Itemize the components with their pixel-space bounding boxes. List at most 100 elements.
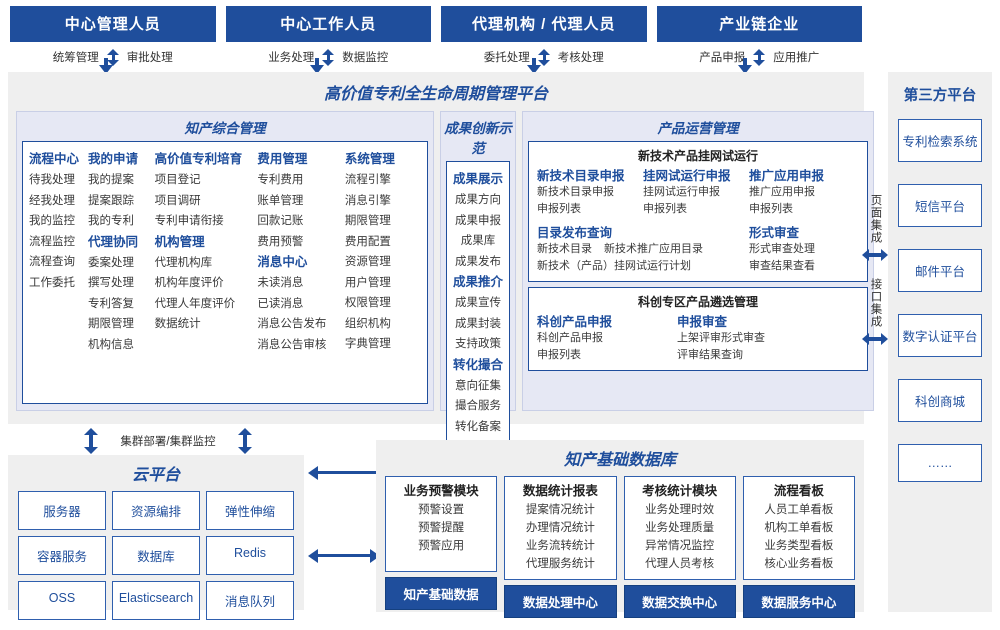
menu-item[interactable]: 审查结果查看 bbox=[749, 260, 816, 272]
menu-item[interactable]: 机构信息 bbox=[87, 338, 134, 351]
database-center-button[interactable]: 数据处理中心 bbox=[504, 585, 617, 618]
menu-item[interactable]: 消息引擎 bbox=[344, 194, 391, 207]
menu-item[interactable]: 期限管理 bbox=[87, 318, 134, 330]
menu-item[interactable]: 流程引擎 bbox=[344, 174, 391, 186]
menu-item[interactable]: 上架评审形式审查 bbox=[677, 332, 766, 344]
database-module-item[interactable]: 业务处理质量 bbox=[645, 522, 715, 534]
third-party-box[interactable]: 科创商城 bbox=[898, 379, 982, 422]
menu-item[interactable]: 新技术目录 bbox=[537, 243, 593, 255]
menu-item[interactable]: 项目调研 bbox=[154, 194, 201, 207]
menu-item[interactable]: 申报列表 bbox=[643, 203, 688, 215]
menu-item[interactable]: 撰写处理 bbox=[87, 277, 134, 289]
cloud-service-cell[interactable]: 弹性伸缩 bbox=[206, 491, 294, 530]
menu-item[interactable]: 消息公告发布 bbox=[257, 318, 327, 330]
menu-item[interactable]: 新技术目录申报 bbox=[537, 186, 615, 198]
menu-item[interactable]: 成果方向 bbox=[455, 194, 501, 206]
cloud-service-cell[interactable]: OSS bbox=[18, 581, 106, 620]
third-party-box[interactable]: 短信平台 bbox=[898, 184, 982, 227]
menu-item[interactable]: 未读消息 bbox=[257, 277, 304, 289]
cloud-service-cell[interactable]: 数据库 bbox=[112, 536, 200, 575]
menu-item[interactable]: 账单管理 bbox=[257, 194, 304, 207]
third-party-box[interactable]: 专利检索系统 bbox=[898, 119, 982, 162]
actor-title[interactable]: 代理机构 / 代理人员 bbox=[441, 6, 647, 42]
third-party-box[interactable]: 数字认证平台 bbox=[898, 314, 982, 357]
menu-item[interactable]: 申报列表 bbox=[537, 203, 582, 215]
menu-item[interactable]: 申报列表 bbox=[749, 203, 794, 215]
database-module-item[interactable]: 办理情况统计 bbox=[525, 522, 595, 534]
cloud-service-cell[interactable]: Elasticsearch bbox=[112, 581, 200, 620]
menu-item[interactable]: 期限管理 bbox=[344, 215, 391, 227]
database-center-button[interactable]: 知产基础数据 bbox=[385, 577, 498, 610]
menu-item[interactable]: 消息公告审核 bbox=[257, 338, 327, 351]
menu-item[interactable]: 代理机构库 bbox=[154, 256, 213, 269]
menu-item[interactable]: 我的专利 bbox=[87, 215, 134, 227]
menu-item[interactable]: 支持政策 bbox=[455, 338, 501, 350]
menu-item[interactable]: 经我处理 bbox=[29, 194, 75, 207]
actor-title[interactable]: 产业链企业 bbox=[656, 6, 862, 42]
menu-item[interactable]: 费用预警 bbox=[257, 235, 304, 248]
menu-item[interactable]: 资源管理 bbox=[344, 256, 391, 268]
menu-item[interactable]: 回款记账 bbox=[257, 215, 304, 227]
menu-item[interactable]: 评审结果查询 bbox=[677, 349, 744, 361]
cloud-service-cell[interactable]: Redis bbox=[206, 536, 294, 575]
menu-item[interactable]: 转化备案 bbox=[455, 420, 501, 433]
third-party-box[interactable]: 邮件平台 bbox=[898, 249, 982, 292]
actor-title[interactable]: 中心管理人员 bbox=[10, 6, 216, 42]
menu-item[interactable]: 成果封装 bbox=[455, 317, 501, 330]
menu-item[interactable]: 科创产品申报 bbox=[537, 332, 604, 344]
database-module-item[interactable]: 机构工单看板 bbox=[764, 522, 834, 534]
database-module-item[interactable]: 核心业务看板 bbox=[764, 558, 834, 570]
menu-item[interactable]: 权限管理 bbox=[344, 297, 391, 309]
database-module-item[interactable]: 预警设置 bbox=[418, 504, 465, 516]
menu-item[interactable]: 字典管理 bbox=[344, 338, 391, 350]
menu-item[interactable]: 新技术（产品）挂网试运行计划 bbox=[537, 260, 692, 272]
menu-item[interactable]: 成果库 bbox=[460, 235, 496, 247]
menu-item[interactable]: 新技术推广应用目录 bbox=[604, 243, 704, 255]
menu-item[interactable]: 我的提案 bbox=[87, 174, 134, 186]
menu-item[interactable]: 工作委托 bbox=[29, 276, 75, 289]
cloud-service-cell[interactable]: 服务器 bbox=[18, 491, 106, 530]
menu-item[interactable]: 流程监控 bbox=[29, 235, 75, 248]
menu-item[interactable]: 数据统计 bbox=[154, 318, 201, 330]
menu-item[interactable]: 流程查询 bbox=[29, 256, 75, 268]
menu-item[interactable]: 已读消息 bbox=[257, 297, 304, 310]
menu-item[interactable]: 提案跟踪 bbox=[87, 194, 134, 207]
database-center-button[interactable]: 数据服务中心 bbox=[742, 585, 855, 618]
database-module-item[interactable]: 提案情况统计 bbox=[525, 504, 595, 516]
menu-item[interactable]: 机构年度评价 bbox=[154, 277, 224, 289]
cloud-service-cell[interactable]: 资源编排 bbox=[112, 491, 200, 530]
menu-item[interactable]: 成果申报 bbox=[455, 214, 501, 227]
database-module-item[interactable]: 异常情况监控 bbox=[645, 540, 715, 552]
menu-item[interactable]: 成果宣传 bbox=[455, 297, 501, 309]
database-module-item[interactable]: 业务类型看板 bbox=[764, 540, 834, 552]
menu-item[interactable]: 专利答复 bbox=[87, 297, 134, 310]
database-module-item[interactable]: 业务流转统计 bbox=[525, 540, 595, 552]
menu-item[interactable]: 形式审查处理 bbox=[749, 243, 816, 255]
database-module-item[interactable]: 预警提醒 bbox=[418, 522, 465, 534]
actor-title[interactable]: 中心工作人员 bbox=[225, 6, 431, 42]
database-center-button[interactable]: 数据交换中心 bbox=[623, 585, 736, 618]
cloud-service-cell[interactable]: 容器服务 bbox=[18, 536, 106, 575]
menu-item[interactable]: 专利费用 bbox=[257, 174, 304, 186]
menu-item[interactable]: 申报列表 bbox=[537, 349, 582, 361]
cloud-service-cell[interactable]: 消息队列 bbox=[206, 581, 294, 620]
menu-item[interactable]: 推广应用申报 bbox=[749, 186, 816, 198]
database-module-item[interactable]: 预警应用 bbox=[418, 540, 465, 552]
menu-item[interactable]: 专利申请衔接 bbox=[154, 215, 224, 227]
menu-item[interactable]: 用户管理 bbox=[344, 276, 391, 289]
menu-item[interactable]: 委案处理 bbox=[87, 256, 134, 269]
menu-item[interactable]: 代理人年度评价 bbox=[154, 297, 236, 310]
menu-item[interactable]: 我的监控 bbox=[29, 215, 75, 227]
menu-item[interactable]: 待我处理 bbox=[29, 174, 75, 186]
menu-item[interactable]: 挂网试运行申报 bbox=[643, 186, 721, 198]
database-module-item[interactable]: 业务处理时效 bbox=[645, 504, 715, 516]
menu-item[interactable]: 意向征集 bbox=[455, 379, 501, 392]
database-module-item[interactable]: 人员工单看板 bbox=[764, 504, 834, 516]
menu-item[interactable]: 费用配置 bbox=[344, 235, 391, 248]
database-module-item[interactable]: 代理服务统计 bbox=[525, 558, 595, 570]
menu-item[interactable]: 组织机构 bbox=[344, 317, 391, 330]
menu-item[interactable]: 撮合服务 bbox=[455, 400, 501, 412]
menu-item[interactable]: 成果发布 bbox=[455, 255, 501, 268]
third-party-box[interactable]: …… bbox=[898, 444, 982, 482]
menu-item[interactable]: 项目登记 bbox=[154, 174, 201, 186]
